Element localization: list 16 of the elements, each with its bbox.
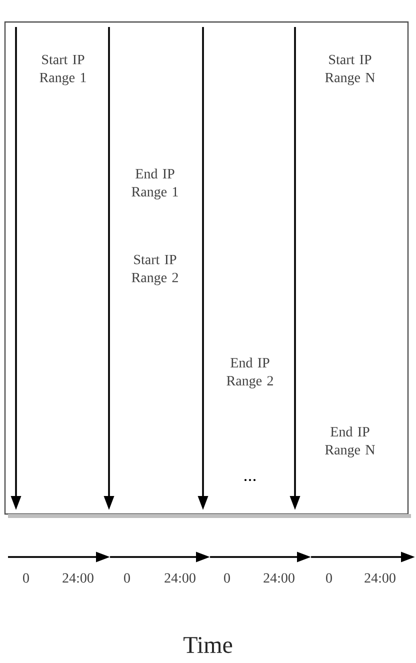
range-label: End IP Range N <box>325 426 375 458</box>
range-label: End IP Range 1 <box>132 168 178 200</box>
range-label: Start IP Range 1 <box>40 54 86 86</box>
range-label: End IP Range 2 <box>226 358 273 388</box>
tick-label: 0 <box>224 573 230 583</box>
tick-label: 24:00 <box>62 573 94 583</box>
tick-label: 0 <box>23 573 29 583</box>
tick-label: 0 <box>124 573 130 583</box>
range-label: Start IP Range 2 <box>132 254 178 286</box>
tick-label: 0 <box>326 573 332 583</box>
range-label: Start IP Range N <box>325 54 375 86</box>
tick-label: 24:00 <box>364 573 396 583</box>
tick-label: 24:00 <box>264 573 294 583</box>
axis-title: Time <box>184 636 232 654</box>
ellipsis: ... <box>244 478 256 482</box>
tick-label: 24:00 <box>164 573 196 583</box>
